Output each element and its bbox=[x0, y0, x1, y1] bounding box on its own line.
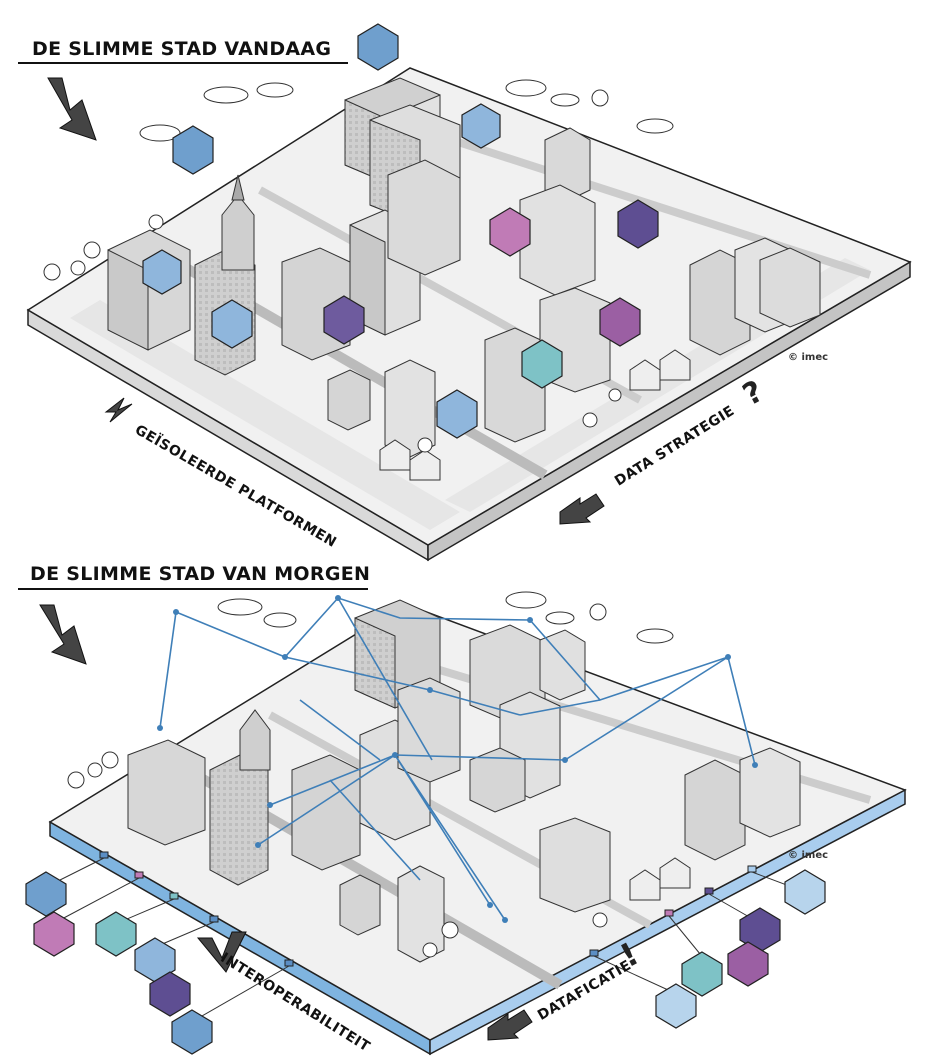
water-icon bbox=[617, 199, 659, 249]
weather-icon bbox=[357, 23, 399, 71]
bottom-buildings bbox=[127, 599, 801, 963]
people-icon-bottom bbox=[655, 983, 697, 1029]
edge-connectors bbox=[99, 851, 757, 967]
sun-icon-bottom bbox=[589, 603, 607, 621]
bottom-title-rule bbox=[18, 588, 368, 590]
ambulance-icon bbox=[461, 103, 501, 149]
people-icon bbox=[436, 389, 478, 439]
bus-icon-bottom bbox=[727, 941, 769, 987]
factory-icon bbox=[172, 125, 214, 175]
data-network bbox=[159, 597, 756, 921]
streetlight2-icon-bottom bbox=[171, 1009, 213, 1055]
connector-lines bbox=[59, 857, 801, 1021]
bottom-title: DE SLIMME STAD VAN MORGEN bbox=[30, 563, 371, 585]
weather-icon-bottom bbox=[25, 871, 67, 917]
sun-icon bbox=[591, 89, 609, 107]
bottom-hexagons bbox=[25, 869, 826, 1055]
bottom-trees bbox=[67, 751, 608, 958]
streetlight-purple-icon bbox=[489, 207, 531, 257]
network-nodes bbox=[157, 595, 758, 923]
bus-icon bbox=[599, 297, 641, 347]
bicycle-icon bbox=[521, 339, 563, 389]
question-mark-icon: ? bbox=[737, 374, 769, 413]
top-clouds bbox=[139, 79, 674, 142]
streetlight-icon bbox=[211, 299, 253, 349]
top-credit: © imec bbox=[788, 352, 829, 363]
top-trees bbox=[43, 214, 622, 453]
car-icon bbox=[323, 295, 365, 345]
bottom-clouds bbox=[217, 591, 674, 644]
bottom-arrows bbox=[39, 604, 533, 1041]
car-icon-bottom bbox=[149, 971, 191, 1017]
top-title: DE SLIMME STAD VANDAAG bbox=[32, 38, 332, 60]
streetlight-icon-bottom bbox=[33, 911, 75, 957]
parking-icon bbox=[142, 249, 182, 295]
top-hexagons bbox=[142, 23, 659, 439]
bottom-credit: © imec bbox=[788, 850, 829, 861]
bicycle-icon-bottom bbox=[681, 951, 723, 997]
top-title-rule bbox=[18, 62, 348, 64]
parking-icon-bottom bbox=[95, 911, 137, 957]
top-arrows bbox=[47, 77, 605, 525]
ambulance-icon-bottom bbox=[784, 869, 826, 915]
